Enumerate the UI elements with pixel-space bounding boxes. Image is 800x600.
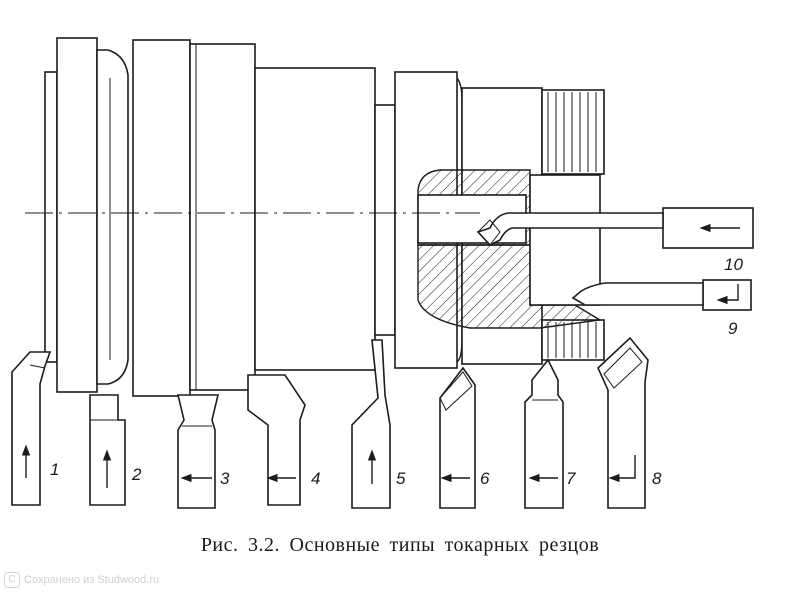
workpiece-end-face [44, 71, 58, 363]
tool-label-10: 10 [724, 255, 743, 274]
tool-label-6: 6 [480, 469, 490, 488]
watermark-text: Сохранено из Studwood.ru [24, 574, 160, 586]
tool-6 [439, 366, 476, 509]
tool-2 [89, 394, 126, 506]
tool-8 [597, 336, 649, 509]
workpiece-main-diameter [132, 39, 191, 397]
workpiece-collar [56, 37, 98, 393]
watermark: C Сохранено из Studwood.ru [4, 572, 159, 588]
tool-7 [524, 358, 564, 509]
tool-label-2: 2 [131, 465, 142, 484]
workpiece-thread [541, 89, 605, 361]
tool-label-8: 8 [652, 469, 662, 488]
tool-label-5: 5 [396, 469, 406, 488]
tool-label-3: 3 [220, 469, 230, 488]
tool-9 [571, 279, 752, 311]
tool-3 [176, 394, 220, 509]
workpiece [25, 37, 605, 397]
tool-5 [351, 339, 391, 509]
workpiece-mid-diameter [254, 67, 376, 371]
tool-10 [476, 207, 754, 249]
tool-label-4: 4 [311, 469, 320, 488]
figure-caption: Рис. 3.2. Основные типы токарных резцов [200, 534, 600, 556]
tool-4 [247, 374, 306, 506]
copyright-c-icon: C [4, 572, 20, 588]
tool-label-9: 9 [728, 319, 738, 338]
tool-label-1: 1 [50, 460, 59, 479]
tool-label-7: 7 [566, 469, 576, 488]
workpiece-groove [96, 49, 129, 385]
tool-1 [11, 351, 52, 506]
